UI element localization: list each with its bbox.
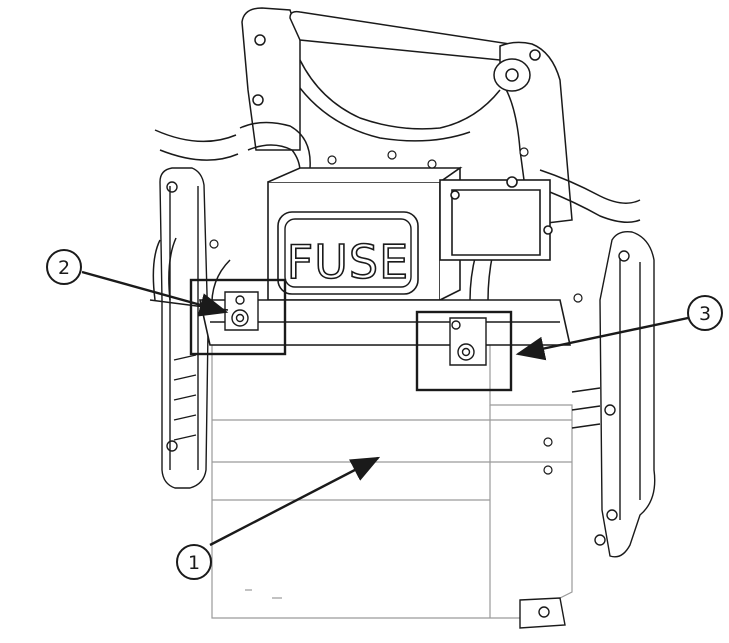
fuse-label: FUSE bbox=[287, 235, 409, 289]
callout-arrow-3 bbox=[515, 316, 689, 361]
fuse-plate: FUSE bbox=[277, 211, 419, 295]
carry-handle bbox=[241, 7, 573, 226]
callout-1: 1 bbox=[176, 544, 212, 580]
callout-3: 3 bbox=[687, 295, 723, 331]
callout-arrow-2 bbox=[81, 270, 229, 317]
right-terminal bbox=[449, 317, 487, 366]
left-terminal bbox=[149, 291, 259, 331]
right-frame bbox=[519, 230, 656, 629]
callout-arrow-1 bbox=[209, 456, 381, 547]
highlight-box-2 bbox=[189, 278, 287, 356]
left-frame bbox=[159, 167, 209, 489]
screws bbox=[209, 147, 583, 475]
callout-2-label: 2 bbox=[58, 257, 70, 279]
callout-2: 2 bbox=[46, 249, 82, 285]
highlight-box-3 bbox=[415, 310, 513, 392]
battery-case bbox=[211, 344, 573, 619]
callout-3-label: 3 bbox=[699, 303, 711, 325]
callout-1-label: 1 bbox=[188, 552, 200, 574]
